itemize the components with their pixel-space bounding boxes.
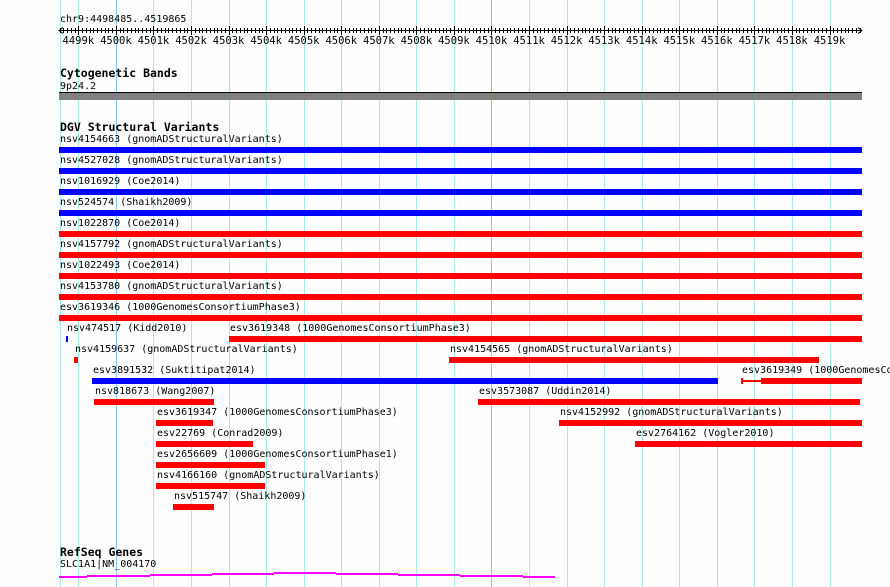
variant-bar[interactable] [156, 420, 213, 426]
ruler-tick-label: 4519k [814, 35, 846, 47]
variant-bar[interactable] [635, 441, 862, 447]
variant-bar[interactable] [229, 336, 862, 342]
variant-label[interactable]: esv22769 (Conrad2009) [157, 428, 284, 439]
ruler-tick-label: 4508k [401, 35, 433, 47]
ruler-tick-label: 4500k [100, 35, 132, 47]
variant-label[interactable]: nsv818673 (Wang2007) [95, 386, 216, 397]
variant-label[interactable]: nsv524574 (Shaikh2009) [60, 197, 193, 208]
variant-bar[interactable] [59, 231, 862, 237]
variant-label[interactable]: nsv474517 (Kidd2010) [67, 323, 188, 334]
ruler-tick-label: 4515k [663, 35, 695, 47]
ruler-tick-label: 4501k [138, 35, 170, 47]
dgv-track-title: DGV Structural Variants [60, 120, 220, 134]
variant-bar[interactable] [449, 357, 819, 363]
variant-label[interactable]: nsv4157792 (gnomADStructuralVariants) [60, 239, 283, 250]
variant-label[interactable]: esv2764162 (Vogler2010) [636, 428, 775, 439]
ruler-tick-label: 4507k [363, 35, 395, 47]
cyto-band-label: 9p24.2 [60, 81, 97, 92]
cyto-band-outline [59, 92, 862, 93]
ruler-tick-label: 4503k [213, 35, 245, 47]
variant-bar-end [741, 378, 743, 384]
variant-bar[interactable] [173, 504, 214, 510]
ruler-tick-label: 4513k [588, 35, 620, 47]
variant-bar[interactable] [59, 189, 862, 195]
variant-bar[interactable] [59, 168, 862, 174]
ruler-tick-label: 4511k [513, 35, 545, 47]
ruler-tick-label: 4499k [63, 35, 95, 47]
ruler-tick-label: 4514k [626, 35, 658, 47]
ruler-tick-label: 4506k [325, 35, 357, 47]
variant-bar[interactable] [59, 315, 862, 321]
variant-label[interactable]: esv3891532 (Suktitipat2014) [93, 365, 256, 376]
variant-bar[interactable] [92, 378, 718, 384]
variant-label[interactable]: nsv1022870 (Coe2014) [60, 218, 181, 229]
cyto-track-title: Cytogenetic Bands [60, 66, 178, 80]
location-label: chr9:4498485..4519865 [60, 14, 187, 25]
variant-label[interactable]: nsv1016929 (Coe2014) [60, 176, 181, 187]
variant-bar[interactable] [559, 420, 862, 426]
variant-label[interactable]: nsv4527028 (gnomADStructuralVariants) [60, 155, 283, 166]
variant-bar[interactable] [156, 462, 265, 468]
ruler-tick-label: 4502k [175, 35, 207, 47]
ruler-tick-label: 4516k [701, 35, 733, 47]
ruler-tick-label: 4504k [250, 35, 282, 47]
gene-label[interactable]: SLC1A1|NM_004170 [60, 559, 157, 570]
variant-label[interactable]: esv2656609 (1000GenomesConsortiumPhase1) [157, 449, 398, 460]
ruler-arrow-icon [58, 27, 863, 34]
variant-label[interactable]: esv3619347 (1000GenomesConsortiumPhase3) [157, 407, 398, 418]
ruler-tick-label: 4512k [551, 35, 583, 47]
variant-label[interactable]: nsv4154663 (gnomADStructuralVariants) [60, 134, 283, 145]
variant-label[interactable]: nsv4166160 (gnomADStructuralVariants) [157, 470, 380, 481]
variant-bar[interactable] [74, 357, 78, 363]
variant-label[interactable]: nsv4154565 (gnomADStructuralVariants) [450, 344, 673, 355]
variant-label[interactable]: nsv4152992 (gnomADStructuralVariants) [560, 407, 783, 418]
variant-bar[interactable] [156, 483, 265, 489]
variant-bar[interactable] [59, 294, 862, 300]
ruler-tick-label: 4517k [739, 35, 771, 47]
ruler[interactable]: 4499k 4500k 4501k 4502k 4503k 4504k 4505k 4506k… [0, 22, 890, 48]
ruler-tick-label: 4518k [776, 35, 808, 47]
variant-label[interactable]: nsv4153780 (gnomADStructuralVariants) [60, 281, 283, 292]
variant-bar[interactable] [66, 336, 68, 342]
variant-bar[interactable] [94, 399, 214, 405]
variant-label[interactable]: esv3619348 (1000GenomesConsortiumPhase3) [230, 323, 471, 334]
gene-slc1a1[interactable] [0, 568, 890, 580]
variant-bar[interactable] [478, 399, 860, 405]
refseq-track-title: RefSeq Genes [60, 545, 144, 559]
variant-label[interactable]: nsv515747 (Shaikh2009) [174, 491, 307, 502]
variant-bar[interactable] [59, 252, 862, 258]
variant-label[interactable]: nsv4159637 (gnomADStructuralVariants) [75, 344, 298, 355]
variant-label[interactable]: esv3619346 (1000GenomesConsortiumPhase3) [60, 302, 301, 313]
variant-bar[interactable] [156, 441, 253, 447]
ruler-tick-label: 4509k [438, 35, 470, 47]
ruler-tick-label: 4505k [288, 35, 320, 47]
variant-bar[interactable] [59, 210, 862, 216]
variant-label[interactable]: nsv1022493 (Coe2014) [60, 260, 181, 271]
variant-bar[interactable] [59, 273, 862, 279]
variant-bar[interactable] [761, 378, 862, 384]
ruler-tick-label: 4510k [476, 35, 508, 47]
variant-label[interactable]: esv3619349 (1000GenomesCo [742, 365, 890, 376]
cyto-band-9p24.2[interactable] [59, 93, 862, 100]
variant-bar-thin[interactable] [741, 380, 761, 382]
variant-label[interactable]: esv3573087 (Uddin2014) [479, 386, 612, 397]
variant-bar[interactable] [59, 147, 862, 153]
